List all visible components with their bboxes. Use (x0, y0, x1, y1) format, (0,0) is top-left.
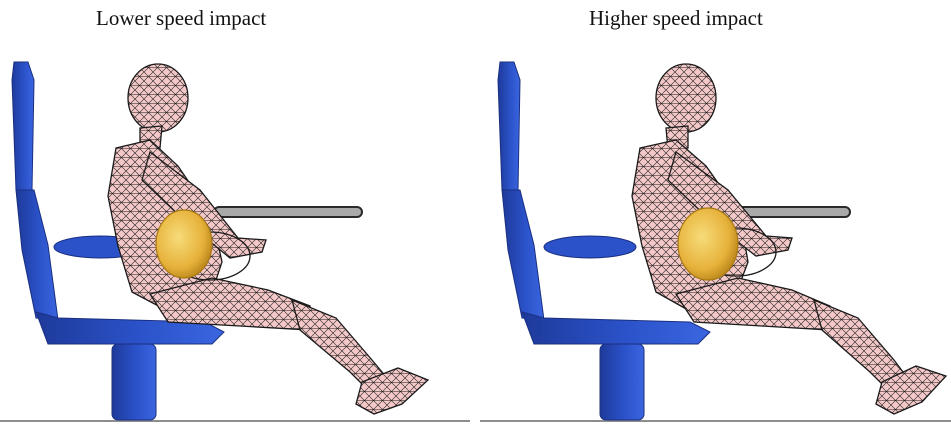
headrest (498, 62, 520, 190)
headrest (12, 62, 34, 190)
seat-pedestal (112, 344, 156, 420)
fetus-icon (156, 210, 212, 278)
seat-pedestal (600, 344, 644, 420)
armrest (544, 236, 636, 258)
seatback-table-left (214, 207, 362, 217)
seat-cushion (522, 312, 710, 344)
panel-right (480, 62, 951, 421)
head (128, 64, 188, 132)
seat-back (16, 190, 58, 320)
occupant-right (632, 64, 946, 414)
fetus-icon (678, 208, 738, 280)
seat-back (502, 190, 544, 320)
panel-left (0, 62, 470, 421)
table-top (214, 207, 362, 217)
head (656, 64, 716, 132)
